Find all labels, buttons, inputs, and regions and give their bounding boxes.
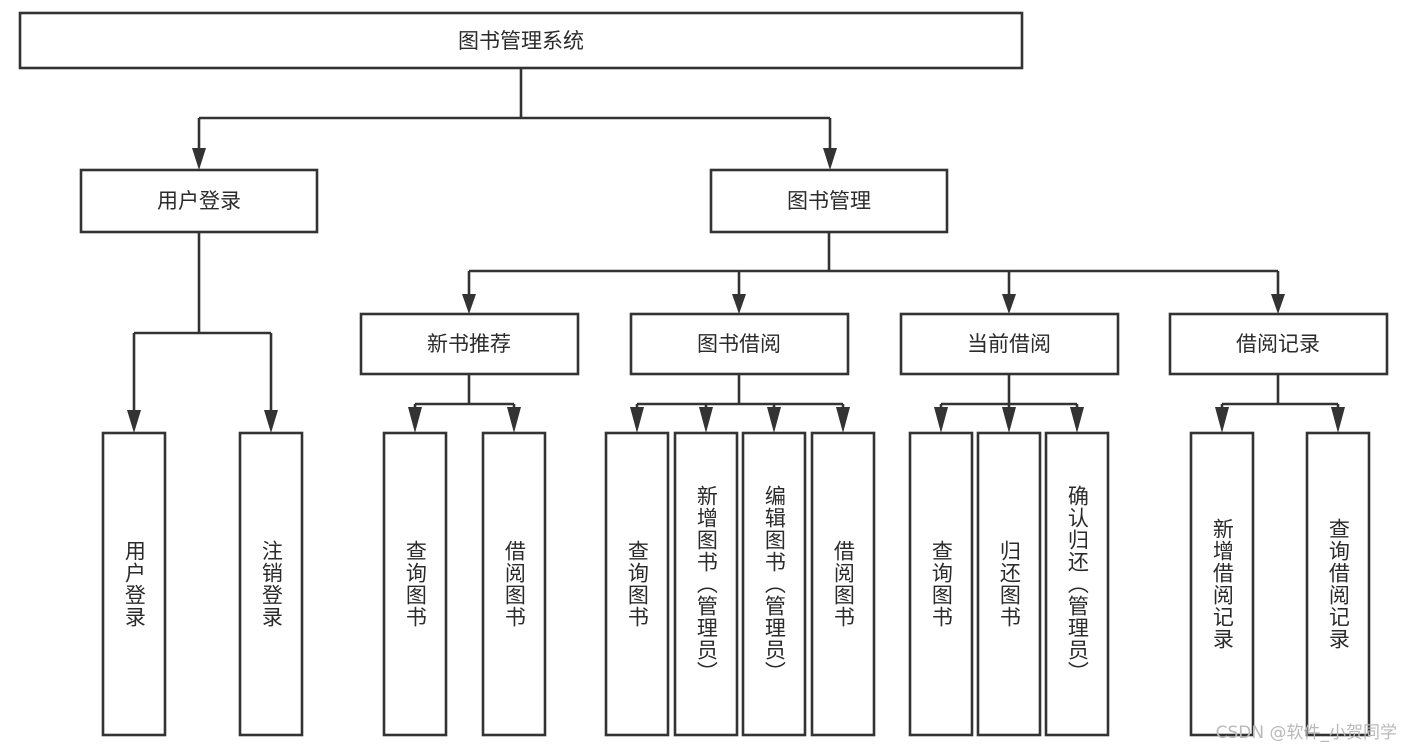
leaf-box-logout[interactable] bbox=[238, 431, 304, 737]
leaf-box-br-add-record[interactable] bbox=[1189, 431, 1255, 737]
arrow-head-book-borrow bbox=[732, 294, 746, 314]
node-new-book-recommend-label: 新书推荐 bbox=[427, 332, 511, 356]
arrow-head-user-login bbox=[192, 148, 206, 170]
node-new-book-recommend-box bbox=[359, 312, 580, 376]
connector-current-borrow-to-leaves bbox=[934, 374, 1084, 433]
arrow-head-br-leaf-2 bbox=[1331, 407, 1345, 433]
node-user-login[interactable]: 用户登录 bbox=[79, 168, 319, 234]
leaf-box-cb-query-book[interactable] bbox=[908, 431, 974, 737]
node-book-borrow[interactable]: 图书借阅 bbox=[629, 312, 850, 376]
arrow-head-cb-leaf-1 bbox=[934, 407, 948, 433]
leaf-box-bb-add-book[interactable] bbox=[673, 431, 739, 737]
node-root-label: 图书管理系统 bbox=[458, 29, 584, 53]
node-root[interactable]: 图书管理系统 bbox=[18, 11, 1024, 70]
arrow-head-leaf-logout bbox=[264, 410, 278, 433]
arrow-head-current-borrow bbox=[1002, 294, 1016, 314]
arrow-head-nb-leaf-2 bbox=[507, 407, 521, 433]
node-book-management-box bbox=[709, 168, 949, 234]
connector-borrow-records-to-leaves bbox=[1215, 374, 1345, 433]
leaf-box-cb-return-book[interactable] bbox=[976, 431, 1042, 737]
node-new-book-recommend[interactable]: 新书推荐 bbox=[359, 312, 580, 376]
node-root-box bbox=[18, 11, 1024, 70]
arrow-head-br-leaf-1 bbox=[1215, 407, 1229, 433]
node-book-borrow-box bbox=[629, 312, 850, 376]
node-current-borrow[interactable]: 当前借阅 bbox=[899, 312, 1120, 376]
arrow-head-bb-leaf-2 bbox=[699, 407, 713, 433]
node-borrow-records-box bbox=[1168, 312, 1389, 376]
connector-user-login-to-leaves bbox=[127, 232, 278, 433]
arrow-head-nb-leaf-1 bbox=[408, 407, 422, 433]
leaf-box-br-query-record[interactable] bbox=[1305, 431, 1371, 737]
node-borrow-records-label: 借阅记录 bbox=[1236, 332, 1320, 356]
arrow-head-leaf-user-login bbox=[127, 410, 141, 433]
node-book-management-label: 图书管理 bbox=[787, 189, 871, 213]
arrow-head-cb-leaf-2 bbox=[1002, 407, 1016, 433]
leaf-box-cb-confirm-return[interactable] bbox=[1044, 431, 1110, 737]
connector-root-to-level2 bbox=[192, 68, 837, 170]
leaf-box-nb-query-book[interactable] bbox=[382, 431, 448, 737]
leaf-box-user-login[interactable] bbox=[101, 431, 167, 737]
leaf-box-bb-query-book[interactable] bbox=[604, 431, 670, 737]
arrow-head-book-mgmt bbox=[823, 148, 837, 170]
node-current-borrow-box bbox=[899, 312, 1120, 376]
arrow-head-bb-leaf-3 bbox=[767, 407, 781, 433]
arrow-head-new-book bbox=[462, 294, 476, 314]
node-book-management[interactable]: 图书管理 bbox=[709, 168, 949, 234]
node-borrow-records[interactable]: 借阅记录 bbox=[1168, 312, 1389, 376]
connector-new-book-to-leaves bbox=[408, 374, 521, 433]
node-book-borrow-label: 图书借阅 bbox=[697, 332, 781, 356]
leaf-box-bb-edit-book[interactable] bbox=[741, 431, 807, 737]
arrow-head-bb-leaf-1 bbox=[630, 407, 644, 433]
arrow-head-bb-leaf-4 bbox=[836, 407, 850, 433]
leaf-box-nb-borrow-book[interactable] bbox=[481, 431, 547, 737]
node-current-borrow-label: 当前借阅 bbox=[967, 332, 1051, 356]
arrow-head-cb-leaf-3 bbox=[1070, 407, 1084, 433]
node-user-login-label: 用户登录 bbox=[157, 189, 241, 213]
connector-book-borrow-to-leaves bbox=[630, 374, 850, 433]
leaf-box-bb-borrow-book[interactable] bbox=[810, 431, 876, 737]
arrow-head-borrow-records bbox=[1271, 294, 1285, 314]
connector-book-mgmt-to-level3 bbox=[462, 232, 1285, 314]
